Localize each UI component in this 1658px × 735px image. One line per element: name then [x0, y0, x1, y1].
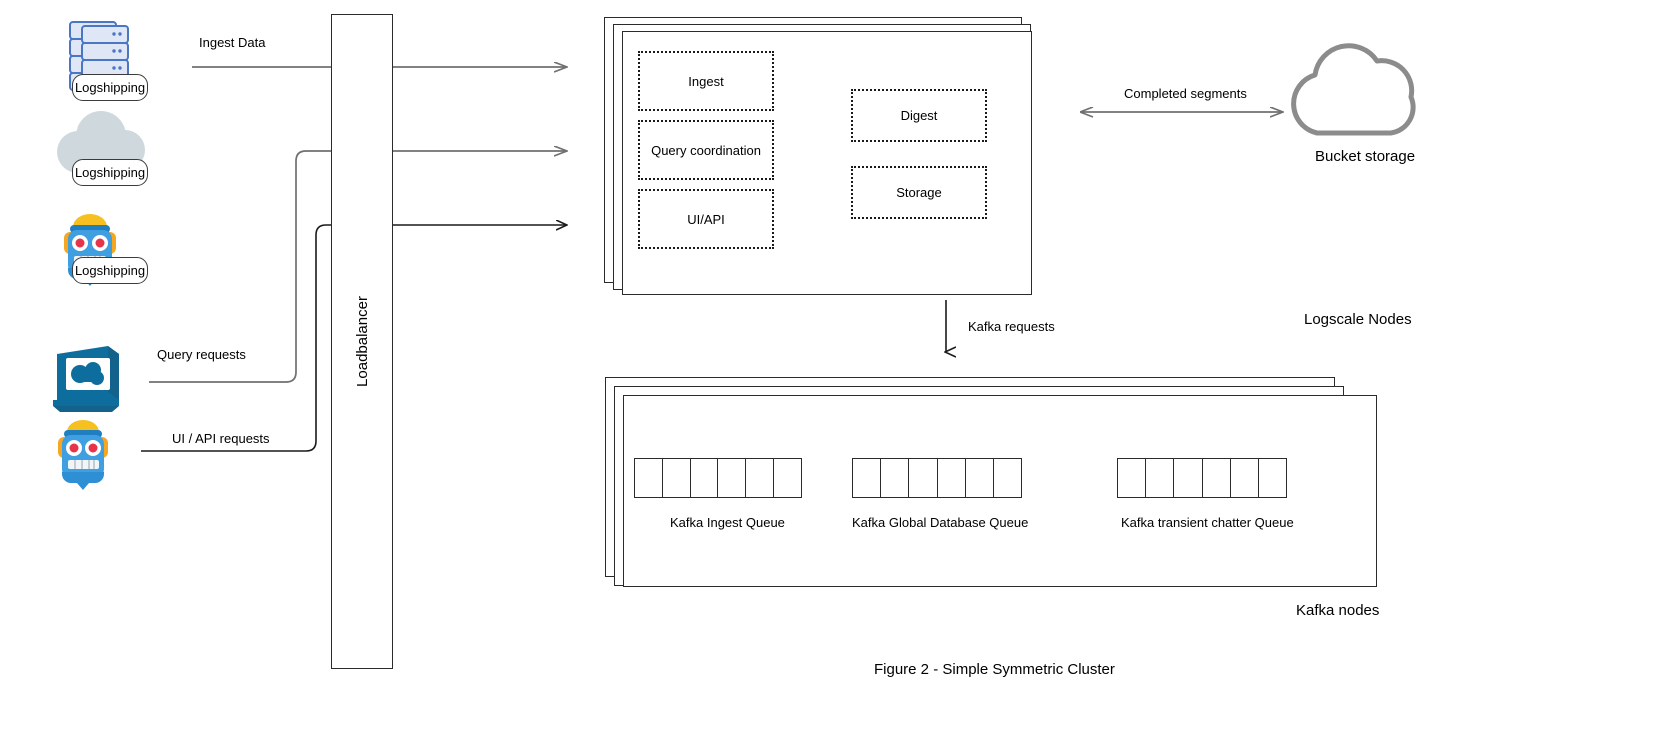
service-box-query-coordination[interactable]: Query coordination	[638, 120, 774, 180]
queue-cell	[1118, 459, 1147, 497]
queue-cell	[853, 459, 882, 497]
bucket-storage-label: Bucket storage	[1315, 148, 1416, 165]
queue-cell	[909, 459, 938, 497]
bucket-storage-icon	[1291, 43, 1416, 136]
queue-cell	[746, 459, 775, 497]
kafka-queue-label: Kafka transient chatter Queue	[1121, 515, 1294, 530]
queue-cell	[1259, 459, 1286, 497]
kafka-queue-transient-chatter[interactable]	[1117, 458, 1287, 498]
flow-label-kafka-requests: Kafka requests	[968, 319, 1055, 334]
kafka-queue-ingest[interactable]	[634, 458, 802, 498]
logshipping-pill: Logshipping	[72, 159, 148, 186]
flow-label-query-requests: Query requests	[157, 347, 246, 362]
queue-cell	[881, 459, 910, 497]
queue-cell	[1203, 459, 1231, 497]
loadbalancer-box[interactable]: Loadbalancer	[331, 14, 393, 669]
queue-cell	[1146, 459, 1175, 497]
queue-cell	[691, 459, 719, 497]
service-label: Storage	[896, 185, 942, 200]
service-box-ui-api[interactable]: UI/API	[638, 189, 774, 249]
loadbalancer-label: Loadbalancer	[353, 296, 371, 387]
queue-cell	[774, 459, 801, 497]
logscale-nodes-group-label: Logscale Nodes	[1304, 311, 1412, 328]
workstation-icon	[53, 346, 119, 412]
service-box-digest[interactable]: Digest	[851, 89, 987, 142]
service-label: UI/API	[687, 211, 725, 227]
kafka-nodes-group-label: Kafka nodes	[1296, 602, 1380, 619]
figure-caption: Figure 2 - Simple Symmetric Cluster	[874, 661, 1115, 678]
queue-cell	[718, 459, 747, 497]
logshipping-pill: Logshipping	[72, 74, 148, 101]
queue-cell	[938, 459, 966, 497]
flow-label-completed-segments: Completed segments	[1124, 86, 1247, 101]
service-box-storage[interactable]: Storage	[851, 166, 987, 219]
robot-icon	[58, 420, 108, 490]
service-box-ingest[interactable]: Ingest	[638, 51, 774, 111]
flow-label-ingest-data: Ingest Data	[199, 35, 266, 50]
service-label: Query coordination	[651, 142, 761, 158]
service-label: Ingest	[688, 73, 724, 89]
queue-cell	[994, 459, 1021, 497]
queue-cell	[635, 459, 663, 497]
kafka-node-front[interactable]: Kafka Ingest Queue Kafka Global Database…	[623, 395, 1377, 587]
flow-label-ui-api-requests: UI / API requests	[172, 431, 270, 446]
kafka-queue-global-database[interactable]	[852, 458, 1022, 498]
queue-cell	[1174, 459, 1203, 497]
logshipping-label: Logshipping	[74, 80, 146, 95]
queue-cell	[966, 459, 994, 497]
kafka-queue-label: Kafka Global Database Queue	[852, 515, 1029, 530]
logshipping-label: Logshipping	[74, 263, 146, 278]
logshipping-label: Logshipping	[74, 165, 146, 180]
queue-cell	[1231, 459, 1259, 497]
logscale-node-front[interactable]: Ingest Query coordination UI/API Digest …	[622, 31, 1032, 295]
kafka-queue-label: Kafka Ingest Queue	[670, 515, 785, 530]
queue-cell	[663, 459, 691, 497]
logshipping-pill: Logshipping	[72, 257, 148, 284]
service-label: Digest	[900, 108, 938, 123]
